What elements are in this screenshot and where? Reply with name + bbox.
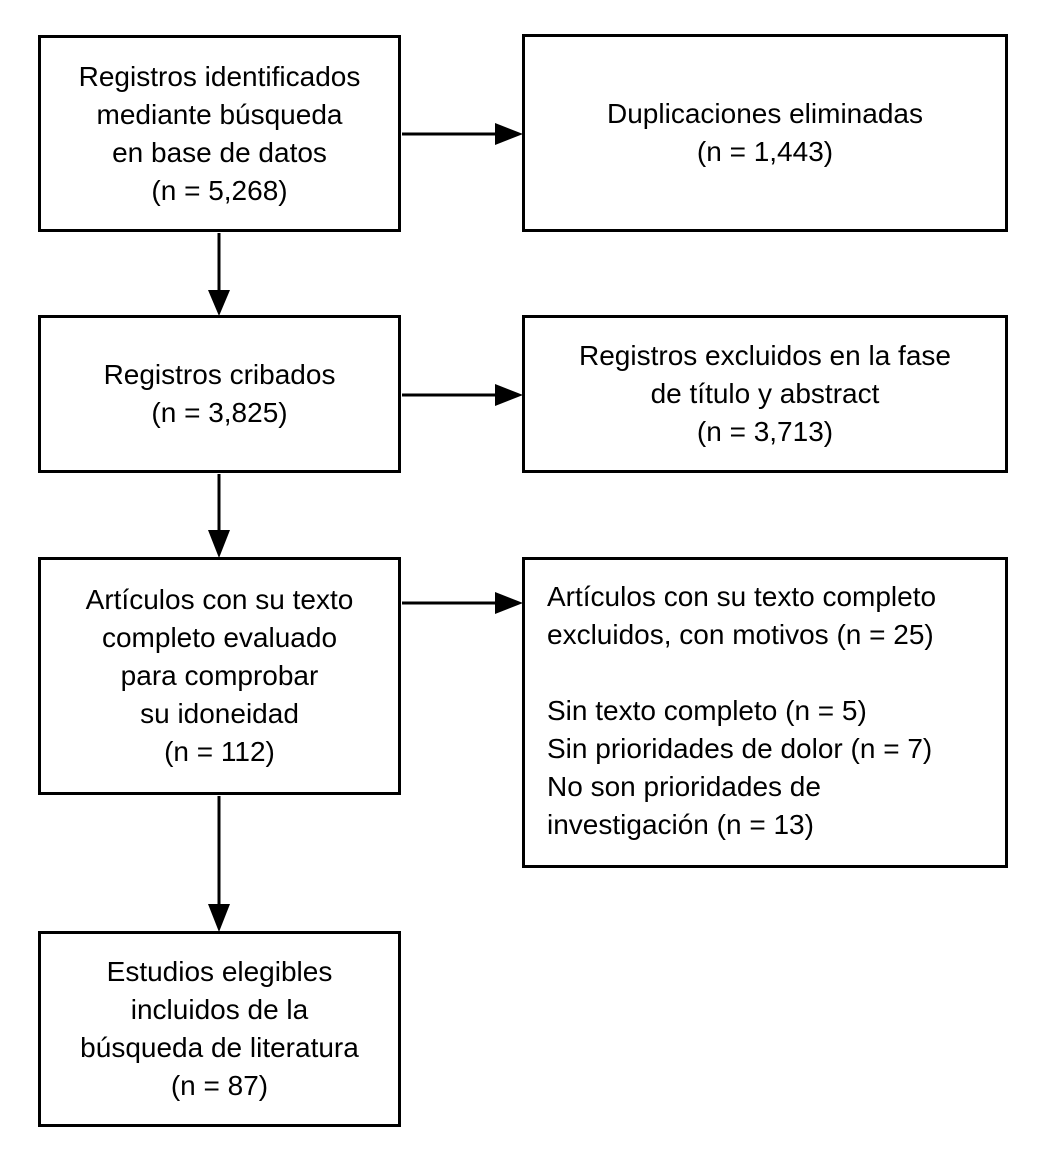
box-records-excluded-title-abstract: Registros excluidos en la fase de título… [522, 315, 1008, 473]
box-text-line: excluidos, con motivos (n = 25) [547, 619, 934, 650]
box-blank-line [547, 654, 991, 692]
box-text-line: Registros excluidos en la fase [579, 340, 951, 371]
box-text-line: mediante búsqueda [96, 98, 343, 130]
box-count-line: (n = 112) [164, 736, 275, 767]
arrow-identified-to-screened [208, 233, 230, 316]
box-count-line: (n = 3,713) [696, 416, 834, 447]
box-text-line: su idoneidad [140, 698, 299, 729]
arrow-screened-to-excluded [402, 384, 523, 406]
arrow-screened-to-fulltext [208, 474, 230, 558]
box-text-line: en base de datos [112, 136, 327, 168]
box-reason-line: investigación (n = 13) [547, 809, 814, 840]
box-text-line: de título y abstract [650, 378, 880, 409]
box-studies-included: Estudios elegibles incluidos de la búsqu… [38, 931, 401, 1127]
box-count-line: (n = 1,443) [696, 136, 834, 167]
box-fulltext-assessed: Artículos con su texto completo evaluado… [38, 557, 401, 795]
arrow-identified-to-duplicates [402, 123, 523, 145]
box-count-line: (n = 5,268) [151, 174, 288, 206]
box-duplicates-removed: Duplicaciones eliminadas (n = 1,443) [522, 34, 1008, 232]
box-text-line: Estudios elegibles [106, 956, 333, 987]
box-text-line: Artículos con su texto completo [547, 581, 937, 612]
box-text-line: Artículos con su texto [85, 584, 354, 615]
box-text-line: búsqueda de literatura [80, 1032, 359, 1063]
box-text-line: Duplicaciones eliminadas [607, 98, 923, 129]
box-fulltext-excluded: Artículos con su texto completo excluido… [522, 557, 1008, 868]
box-records-identified: Registros identificados mediante búsqued… [38, 35, 401, 232]
box-text-line: para comprobar [120, 660, 319, 691]
arrow-fulltext-to-included [208, 796, 230, 932]
box-reason-line: Sin prioridades de dolor (n = 7) [547, 733, 933, 764]
box-count-line: (n = 87) [170, 1070, 269, 1101]
box-records-screened: Registros cribados (n = 3,825) [38, 315, 401, 473]
box-reason-line: No son prioridades de [547, 771, 821, 802]
box-text-line: incluidos de la [130, 994, 309, 1025]
box-count-line: (n = 3,825) [151, 397, 288, 428]
box-text-line: Registros identificados [78, 60, 361, 92]
box-reason-line: Sin texto completo (n = 5) [547, 695, 867, 726]
box-text-line: Registros cribados [103, 359, 336, 390]
box-text-line: completo evaluado [101, 622, 338, 653]
arrow-fulltext-to-excluded [402, 592, 523, 614]
